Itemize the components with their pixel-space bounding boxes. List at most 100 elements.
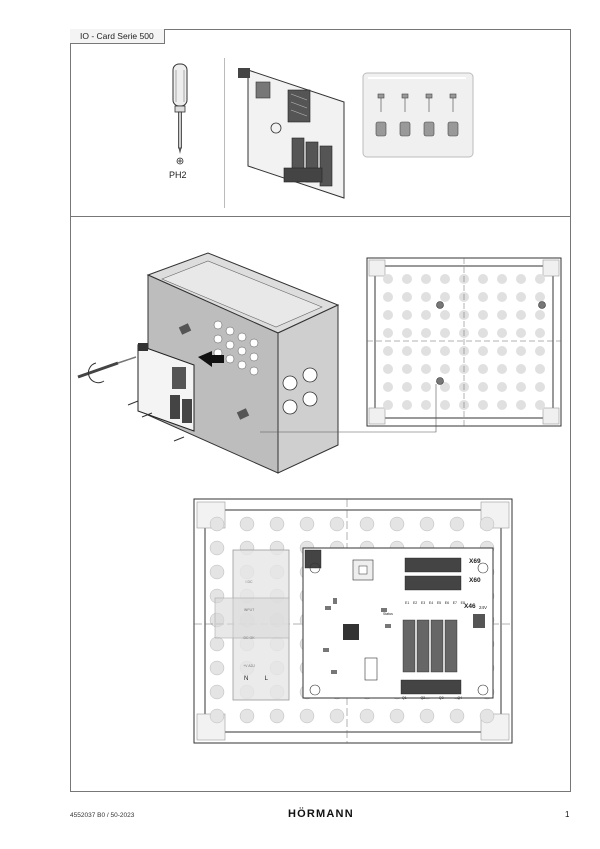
mounting-hole: [239, 516, 255, 532]
mounting-hole: [497, 382, 507, 392]
mounting-hole: [421, 292, 431, 302]
mounting-hole: [479, 708, 495, 724]
voltage-label: 24V: [479, 605, 488, 610]
x69-label: X69: [469, 558, 481, 565]
mounting-hole: [389, 516, 405, 532]
mounting-hole: [478, 274, 488, 284]
mounting-hole: [516, 328, 526, 338]
mounting-hole: [535, 346, 545, 356]
mounting-hole: [535, 292, 545, 302]
input-label: E4: [428, 601, 434, 605]
mounting-hole: [516, 292, 526, 302]
enclosure-perspective-illustration: [77, 252, 340, 474]
mounting-hole: [535, 328, 545, 338]
mounting-hole: [478, 292, 488, 302]
mounting-hole: [383, 364, 393, 374]
mounting-hole: [402, 310, 412, 320]
mounting-hole: [535, 310, 545, 320]
mounting-hole: [402, 292, 412, 302]
mounting-hole: [421, 310, 431, 320]
mounting-hole: [419, 516, 435, 532]
board-installation-detail: [193, 498, 513, 744]
mounting-hole: [479, 516, 495, 532]
enclosure-top-view: [366, 257, 562, 427]
mounting-hole: [478, 310, 488, 320]
mounting-hole: [209, 564, 225, 580]
mounting-hole: [478, 346, 488, 356]
mounting-hole: [535, 274, 545, 284]
output-label: Q2: [420, 696, 426, 700]
output-label: Q3: [438, 696, 444, 700]
mounting-hole: [497, 310, 507, 320]
vertical-separator: [224, 58, 225, 208]
mounting-hole: [421, 382, 431, 392]
input-label: E3: [420, 601, 426, 605]
page-frame: [70, 29, 571, 792]
psu-terminal-row: N L: [244, 676, 268, 682]
mounting-hole: [299, 708, 315, 724]
mounting-hole: [269, 516, 285, 532]
mounting-hole: [516, 346, 526, 356]
psu-label: INPUT: [243, 608, 255, 612]
mounting-hole: [440, 364, 450, 374]
mounting-hole: [402, 346, 412, 356]
mounting-hole: [269, 708, 285, 724]
input-label: E2: [412, 601, 418, 605]
psu-terminal-label: N: [244, 676, 249, 682]
mounting-hole: [402, 400, 412, 410]
psu-label: I DC: [245, 580, 253, 584]
mounting-hole: [449, 708, 465, 724]
mounting-hole: [535, 400, 545, 410]
x60-label: X60: [469, 577, 481, 584]
mounting-hole: [383, 310, 393, 320]
mounting-hole: [516, 400, 526, 410]
mounting-hole: [497, 292, 507, 302]
mounting-hole: [497, 274, 507, 284]
mounting-hole: [516, 364, 526, 374]
mounting-hole: [497, 400, 507, 410]
mounting-hole: [421, 364, 431, 374]
output-label: Q1: [402, 696, 407, 700]
input-label: E8: [460, 601, 465, 605]
screwdriver-illustration: [172, 63, 188, 165]
mounting-hole: [440, 382, 450, 392]
input-label: E1: [405, 601, 410, 605]
psu-label: DC OK: [243, 636, 255, 640]
mounting-hole: [383, 274, 393, 284]
mounting-hole: [421, 400, 431, 410]
mounting-hole: [209, 516, 225, 532]
mounting-hole: [440, 274, 450, 284]
mounting-hole: [421, 328, 431, 338]
input-label-row: E1 E2 E3 E4 E5 E6 E7 E8: [405, 601, 465, 605]
mounting-hole: [440, 310, 450, 320]
mounting-hole: [497, 328, 507, 338]
mounting-hole: [516, 274, 526, 284]
status-label: Status: [383, 612, 393, 616]
brand-logo: HÖRMANN: [288, 808, 354, 820]
mounting-hole: [449, 516, 465, 532]
document-number: 4552037 B0 / 50-2023: [70, 812, 135, 819]
mounting-hole: [535, 382, 545, 392]
mounting-hole: [359, 708, 375, 724]
mounting-hole: [478, 400, 488, 410]
mounting-hole: [209, 684, 225, 700]
mounting-hole: [497, 346, 507, 356]
input-label: E6: [444, 601, 450, 605]
mounting-hole: [383, 292, 393, 302]
mounting-hole: [516, 310, 526, 320]
mounting-hole: [440, 400, 450, 410]
mounting-hole: [299, 516, 315, 532]
mounting-hole: [209, 708, 225, 724]
mounting-hole: [329, 516, 345, 532]
psu-terminal-label: L: [264, 676, 268, 682]
mounting-hole: [209, 660, 225, 676]
output-label: Q4: [457, 696, 462, 700]
mounting-hole: [440, 346, 450, 356]
mounting-hole: [440, 328, 450, 338]
mounting-hole: [329, 708, 345, 724]
mounting-hole: [402, 364, 412, 374]
mounting-hole: [209, 636, 225, 652]
leader-line: [260, 384, 437, 433]
mounting-hole: [383, 346, 393, 356]
screw-bag-illustration: [362, 72, 474, 158]
